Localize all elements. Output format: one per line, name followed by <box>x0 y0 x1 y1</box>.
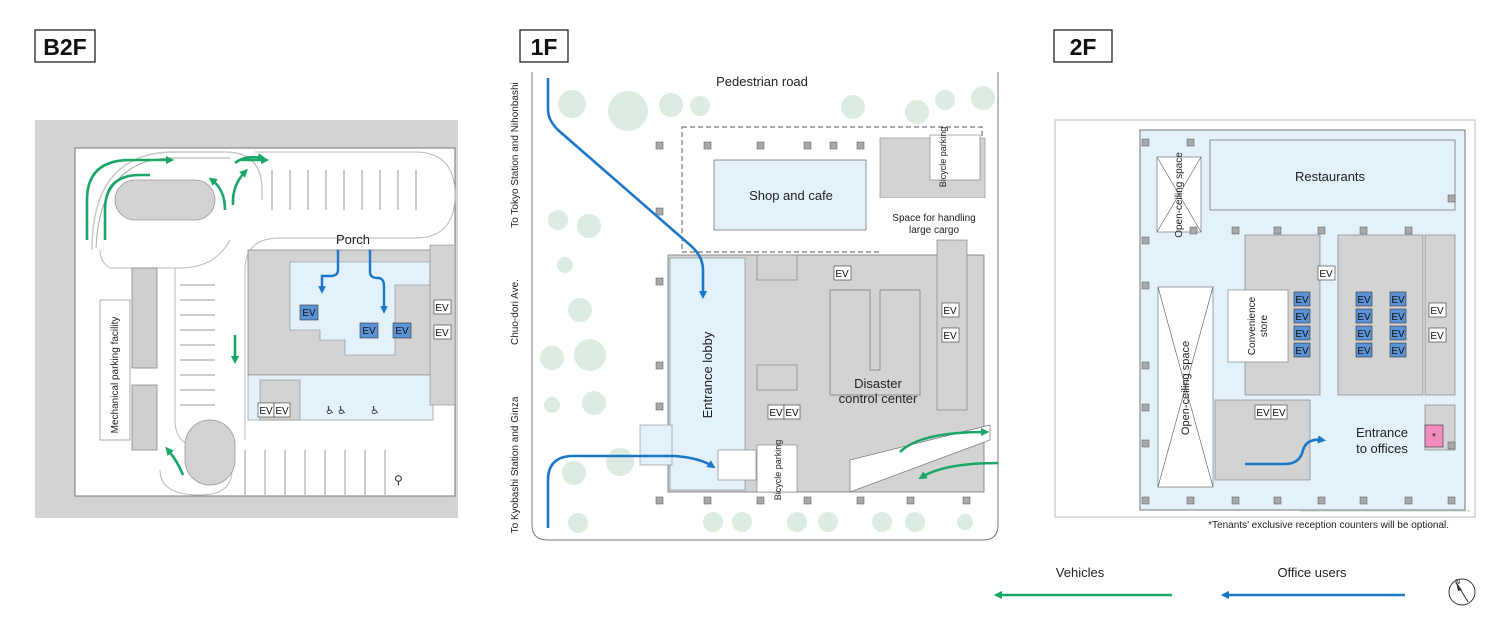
svg-text:N: N <box>1455 578 1460 586</box>
f2-ev-13: EV <box>1391 346 1405 357</box>
pedestrian-road-label: Pedestrian road <box>716 74 808 89</box>
porch-label: Porch <box>336 232 370 247</box>
bicycle-parking-top-label: Bicycle parking <box>938 127 948 188</box>
f2-ev-8: EV <box>1357 329 1371 340</box>
b2f-ev-3: EV <box>395 326 409 337</box>
f1-ev-4: EV <box>943 306 957 317</box>
entrance-lobby-label: Entrance lobby <box>700 331 715 418</box>
chuo-dori-label: Chuo-dori Ave. <box>510 279 521 345</box>
f2-ev-1: EV <box>1319 269 1333 280</box>
f2-ev-14: EV <box>1430 306 1444 317</box>
f2-ev-10: EV <box>1391 295 1405 306</box>
mechanical-parking-label: Mechanical parking facility <box>110 317 121 434</box>
f2-ev-15: EV <box>1430 331 1444 342</box>
large-cargo-label-2: large cargo <box>909 225 959 236</box>
bicycle-icon: ⚲ <box>394 473 403 487</box>
to-kyobashi-label: To Kyobashi Station and Ginza <box>510 396 521 533</box>
f2-ev-2: EV <box>1295 295 1309 306</box>
b2f-label: B2F <box>43 34 86 60</box>
b2f-ev-2: EV <box>362 326 376 337</box>
entrance-offices-label-1: Entrance <box>1356 425 1408 440</box>
bicycle-parking-bottom-label: Bicycle parking <box>773 440 783 501</box>
f2-ev-11: EV <box>1391 312 1405 323</box>
f2-ev-4: EV <box>1295 329 1309 340</box>
convenience-label-1: Convenience <box>1247 296 1258 355</box>
f2-floor-plan: 2F * <box>1053 29 1476 531</box>
f1-floor-plan: 1F <box>510 29 999 541</box>
restaurants-label: Restaurants <box>1295 169 1366 184</box>
legend: Vehicles Office users N <box>993 565 1476 606</box>
f1-label-box <box>519 29 569 63</box>
f2-ev-7: EV <box>1357 312 1371 323</box>
wheelchair-icon: ♿ <box>370 404 380 417</box>
wheelchair-icon: ♿ <box>325 404 335 417</box>
f2-ev-5: EV <box>1295 346 1309 357</box>
f2-ev-3: EV <box>1295 312 1309 323</box>
f2-label: 2F <box>1070 34 1097 60</box>
tenants-note: *Tenants’ exclusive reception counters w… <box>1208 520 1449 531</box>
b2f-ev-4: EV <box>259 406 273 417</box>
open-ceiling-large-label: Open-ceiling space <box>1180 341 1192 435</box>
b2f-ev-6: EV <box>435 303 449 314</box>
disaster-label-1: Disaster <box>854 376 902 391</box>
f1-ev-1: EV <box>835 269 849 280</box>
b2f-ev-7: EV <box>435 328 449 339</box>
f1-ev-5: EV <box>943 331 957 342</box>
reception-mark: * <box>1432 432 1436 443</box>
f2-ev-6: EV <box>1357 295 1371 306</box>
disaster-label-2: control center <box>839 391 918 406</box>
large-cargo-label-1: Space for handling <box>892 213 975 224</box>
shop-cafe-label: Shop and cafe <box>749 188 833 203</box>
trees <box>540 86 995 533</box>
b2f-label-box <box>34 29 96 63</box>
f2-ev-12: EV <box>1391 329 1405 340</box>
f2-ev-17: EV <box>1272 408 1286 419</box>
f2-ev-16: EV <box>1256 408 1270 419</box>
b2f-ev-5: EV <box>275 406 289 417</box>
open-ceiling-small-label: Open-ceiling space <box>1174 152 1185 238</box>
f1-ev-3: EV <box>785 408 799 419</box>
wheelchair-icon: ♿ <box>337 404 347 417</box>
f2-ev-9: EV <box>1357 346 1371 357</box>
f1-label: 1F <box>531 34 558 60</box>
f1-ev-2: EV <box>769 408 783 419</box>
north-compass-icon: N <box>1448 578 1476 606</box>
b2f-ev-1: EV <box>302 308 316 319</box>
legend-office-users-label: Office users <box>1277 565 1347 580</box>
f2-label-box <box>1053 29 1113 63</box>
convenience-label-2: store <box>1259 314 1270 337</box>
to-tokyo-label: To Tokyo Station and Nihonbashi <box>510 82 521 227</box>
b2f-floor-plan: B2F <box>34 29 458 518</box>
legend-vehicles-label: Vehicles <box>1056 565 1105 580</box>
entrance-offices-label-2: to offices <box>1356 441 1408 456</box>
